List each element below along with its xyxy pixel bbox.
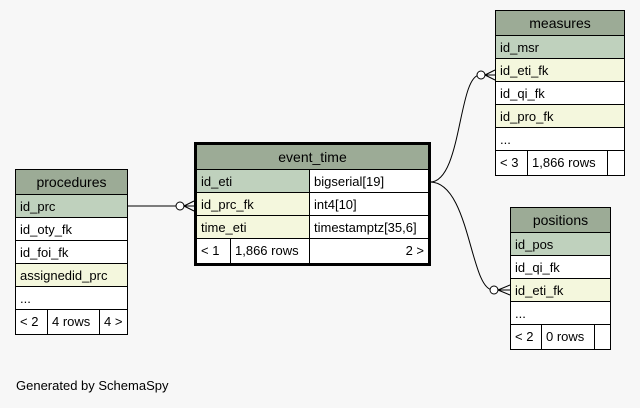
- children-count[interactable]: 2 >: [309, 239, 428, 263]
- edge-event-time-positions: [429, 181, 494, 291]
- column-row[interactable]: id_eti_fk: [496, 59, 624, 82]
- edge-event-time-measures: [429, 74, 481, 183]
- column-row[interactable]: ...: [16, 287, 127, 310]
- column-row[interactable]: id_eti bigserial[19]: [197, 170, 428, 193]
- column-name: id_prc_fk: [197, 193, 309, 215]
- parents-count[interactable]: < 3: [500, 155, 519, 170]
- table-event-time[interactable]: event_time id_eti bigserial[19] id_prc_f…: [194, 142, 431, 266]
- column-row[interactable]: id_pro_fk: [496, 105, 624, 128]
- table-header[interactable]: event_time: [197, 145, 428, 170]
- column-row[interactable]: id_eti_fk: [511, 279, 610, 302]
- table-header[interactable]: procedures: [16, 170, 127, 195]
- column-row[interactable]: id_prc_fk int4[10]: [197, 193, 428, 216]
- column-row[interactable]: ...: [511, 302, 610, 325]
- table-header[interactable]: measures: [496, 11, 624, 36]
- table-footer: < 1 1,866 rows 2 >: [197, 239, 428, 263]
- table-footer: < 3 1,866 rows: [496, 151, 624, 175]
- column-row[interactable]: id_msr: [496, 36, 624, 59]
- column-row[interactable]: id_qi_fk: [511, 256, 610, 279]
- column-type: bigserial[19]: [309, 170, 428, 192]
- children-count: [607, 151, 624, 175]
- edge-endpoint-optional-icon: [175, 201, 185, 211]
- column-row[interactable]: assignedid_prc: [16, 264, 127, 287]
- table-measures[interactable]: measures id_msr id_eti_fk id_qi_fk id_pr…: [495, 10, 625, 176]
- column-row[interactable]: id_prc: [16, 195, 127, 218]
- table-positions[interactable]: positions id_pos id_qi_fk id_eti_fk ... …: [510, 207, 611, 350]
- column-name: id_eti: [197, 170, 309, 192]
- column-row[interactable]: id_pos: [511, 233, 610, 256]
- column-row[interactable]: ...: [496, 128, 624, 151]
- row-count: 1,866 rows: [230, 239, 309, 263]
- crowsfoot-icon: [183, 200, 195, 212]
- crowsfoot-icon: [497, 284, 511, 296]
- edge-endpoint-optional-icon: [476, 70, 486, 80]
- table-procedures[interactable]: procedures id_prc id_oty_fk id_foi_fk as…: [15, 169, 128, 335]
- column-row[interactable]: time_eti timestamptz[35,6]: [197, 216, 428, 239]
- edge-endpoint-optional-icon: [489, 285, 499, 295]
- children-count: [594, 325, 610, 349]
- crowsfoot-icon: [484, 69, 496, 81]
- row-count: 1,866 rows: [527, 151, 607, 175]
- column-type: timestamptz[35,6]: [309, 216, 428, 238]
- row-count: 0 rows: [541, 325, 594, 349]
- table-footer: < 2 0 rows: [511, 325, 610, 349]
- children-count[interactable]: 4 >: [99, 310, 127, 334]
- table-header[interactable]: positions: [511, 208, 610, 233]
- column-name: time_eti: [197, 216, 309, 238]
- row-count: 4 rows: [47, 310, 99, 334]
- generated-by-text: Generated by SchemaSpy: [16, 378, 169, 393]
- parents-count[interactable]: < 1: [201, 243, 220, 258]
- parents-count[interactable]: < 2: [515, 329, 534, 344]
- column-row[interactable]: id_foi_fk: [16, 241, 127, 264]
- column-row[interactable]: id_qi_fk: [496, 82, 624, 105]
- column-row[interactable]: id_oty_fk: [16, 218, 127, 241]
- parents-count[interactable]: < 2: [20, 314, 39, 329]
- table-footer: < 2 4 rows 4 >: [16, 310, 127, 334]
- column-type: int4[10]: [309, 193, 428, 215]
